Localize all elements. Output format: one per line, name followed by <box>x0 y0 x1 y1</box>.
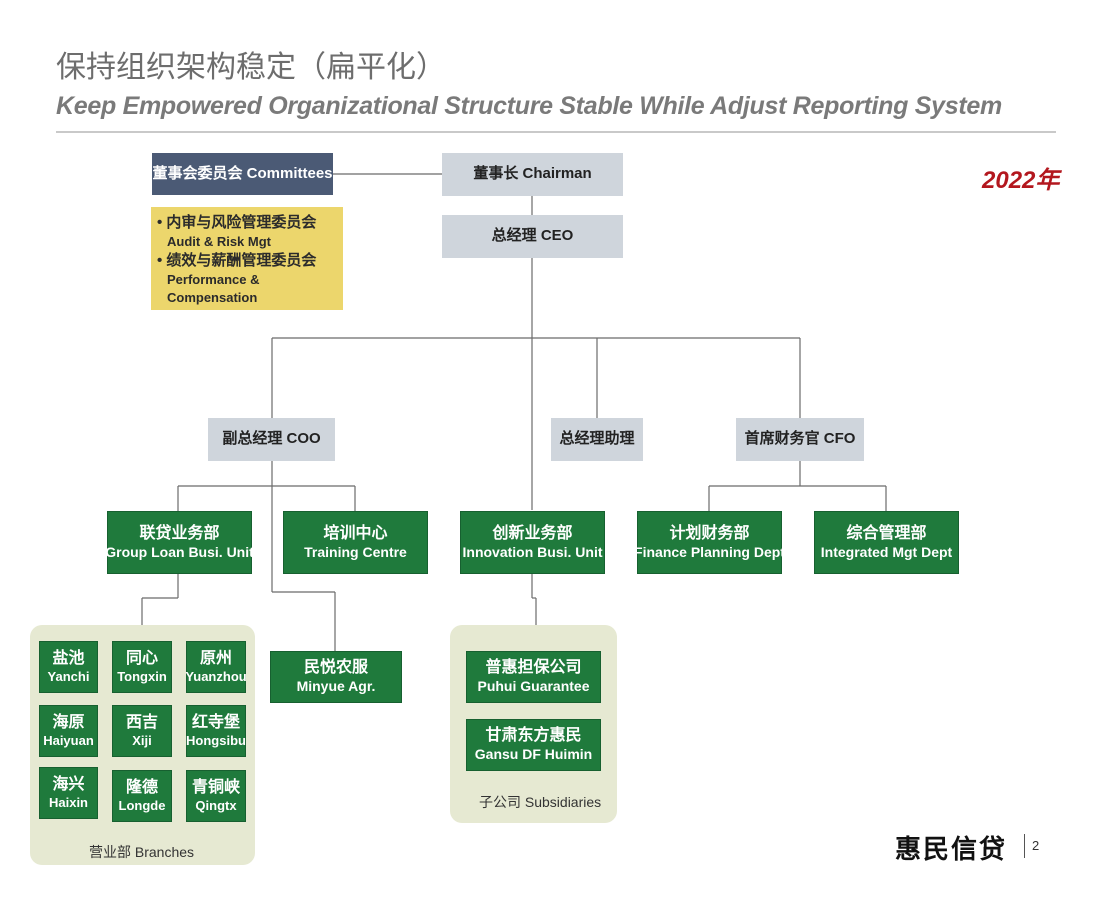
branch-name-en: Haixin <box>48 794 88 810</box>
branch-name-en: Yuanzhou <box>185 668 247 684</box>
minyue-agr-en: Minyue Agr. <box>296 678 376 695</box>
branch-name-zh: 青铜峡 <box>191 778 240 796</box>
branch-name-zh: 原州 <box>199 649 232 667</box>
branch-name-zh: 西吉 <box>125 713 158 731</box>
training-centre-box: 培训中心 Training Centre <box>283 511 428 574</box>
branch-box: 西吉 Xiji <box>112 705 172 757</box>
integrated-mgt-dept-box: 综合管理部 Integrated Mgt Dept <box>814 511 959 574</box>
subsidiary-name-en: Gansu DF Huimin <box>474 746 593 763</box>
subsidiary-box: 甘肃东方惠民 Gansu DF Huimin <box>466 719 601 771</box>
committees-box: 董事会委员会 Committees <box>152 153 333 195</box>
company-logo: 惠民信贷 <box>895 835 1008 865</box>
branch-box: 原州 Yuanzhou <box>185 641 247 693</box>
innovation-unit-zh: 创新业务部 <box>492 524 573 542</box>
assistant-ceo-box: 总经理助理 <box>551 418 643 461</box>
branch-name-en: Qingtx <box>195 797 237 813</box>
group-loan-unit-box: 联贷业务部 Group Loan Busi. Unit <box>105 511 254 574</box>
innovation-unit-box: 创新业务部 Innovation Busi. Unit <box>460 511 605 574</box>
branch-name-en: Xiji <box>132 732 152 748</box>
title-divider <box>56 131 1056 133</box>
group-loan-unit-en: Group Loan Busi. Unit <box>105 543 254 560</box>
branch-name-en: Yanchi <box>47 668 90 684</box>
branch-name-zh: 同心 <box>125 649 158 667</box>
branch-box: 红寺堡 Hongsibu <box>186 705 246 757</box>
subsidiary-name-zh: 普惠担保公司 <box>485 659 582 677</box>
slide-title-english: Keep Empowered Organizational Structure … <box>56 92 1002 120</box>
branch-box: 隆德 Longde <box>112 770 172 822</box>
training-centre-zh: 培训中心 <box>323 524 388 542</box>
footer-divider <box>1024 834 1025 858</box>
finance-planning-dept-box: 计划财务部 Finance Planning Dept <box>634 511 785 574</box>
branch-name-zh: 红寺堡 <box>191 713 240 731</box>
branch-box: 同心 Tongxin <box>112 641 172 693</box>
branch-name-zh: 盐池 <box>52 649 85 667</box>
finance-planning-dept-zh: 计划财务部 <box>669 524 750 542</box>
page-number: 2 <box>1032 838 1040 853</box>
branches-label: 营业部 Branches <box>89 844 195 860</box>
branch-name-zh: 海兴 <box>52 775 85 793</box>
branch-box: 青铜峡 Qingtx <box>186 770 246 822</box>
slide-title-chinese: 保持组织架构稳定（扁平化） <box>56 50 446 85</box>
subsidiaries-label: 子公司 Subsidiaries <box>479 794 602 810</box>
cfo-box: 首席财务官 CFO <box>736 418 864 461</box>
subsidiary-box: 普惠担保公司 Puhui Guarantee <box>466 651 601 703</box>
integrated-mgt-dept-en: Integrated Mgt Dept <box>820 543 953 560</box>
training-centre-en: Training Centre <box>304 543 407 560</box>
branch-name-zh: 海原 <box>52 713 85 731</box>
finance-planning-dept-en: Finance Planning Dept <box>634 543 785 560</box>
branch-box: 海兴 Haixin <box>39 767 98 819</box>
committee-list: • 内审与风险管理委员会 Audit & Risk Mgt • 绩效与薪酬管理委… <box>151 207 343 310</box>
committee-item-2-en: Performance & Compensation <box>167 272 260 305</box>
branch-box: 盐池 Yanchi <box>39 641 98 693</box>
branch-name-en: Haiyuan <box>43 732 94 748</box>
subsidiary-name-en: Puhui Guarantee <box>477 678 590 695</box>
coo-box: 副总经理 COO <box>208 418 335 461</box>
committee-item-1-en: Audit & Risk Mgt <box>167 234 271 250</box>
chairman-box: 董事长 Chairman <box>442 153 623 196</box>
year-label: 2022年 <box>982 167 1060 194</box>
integrated-mgt-dept-zh: 综合管理部 <box>846 524 927 542</box>
branch-name-zh: 隆德 <box>125 778 158 796</box>
innovation-unit-en: Innovation Busi. Unit <box>462 543 603 560</box>
branch-name-en: Hongsibu <box>186 732 246 748</box>
branch-name-en: Longde <box>118 797 166 813</box>
branch-box: 海原 Haiyuan <box>39 705 98 757</box>
branch-name-en: Tongxin <box>117 668 167 684</box>
subsidiary-name-zh: 甘肃东方惠民 <box>485 727 582 745</box>
group-loan-unit-zh: 联贷业务部 <box>139 524 220 542</box>
minyue-agr-box: 民悦农服 Minyue Agr. <box>270 651 402 703</box>
committee-item-2-zh: • 绩效与薪酬管理委员会 <box>157 251 317 269</box>
committee-item-1-zh: • 内审与风险管理委员会 <box>157 214 317 231</box>
ceo-box: 总经理 CEO <box>442 215 623 258</box>
minyue-agr-zh: 民悦农服 <box>303 659 368 677</box>
